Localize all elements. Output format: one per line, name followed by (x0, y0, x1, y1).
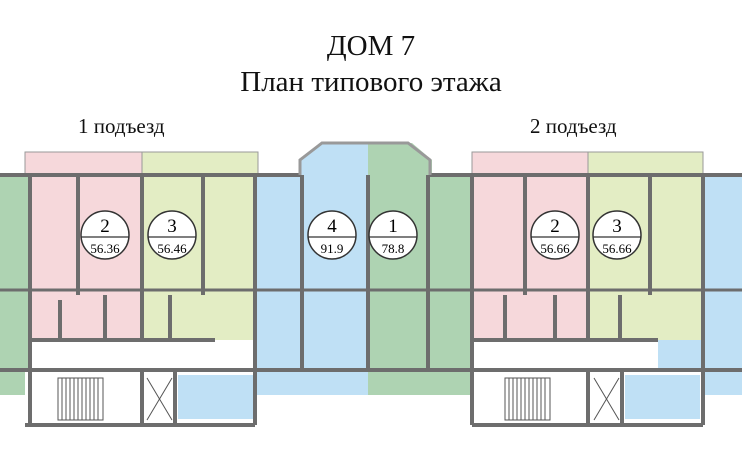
floor-plan-subtitle: План типового этажа (240, 66, 502, 98)
apartment-number: 3 (612, 216, 622, 237)
apartment-badge: 1 78.8 (368, 210, 418, 260)
apartment-area: 91.9 (321, 241, 344, 256)
apartment-fills (0, 143, 742, 425)
apartment-area: 56.36 (90, 241, 120, 256)
entrance-1-label: 1 подъезд (78, 114, 165, 138)
apartment-badge: 4 91.9 (307, 210, 357, 260)
elevator-icon (593, 377, 620, 421)
apartment-badges: 2 56.36 3 56.46 4 91.9 1 78.8 2 56.66 (80, 210, 642, 260)
apartment-badge: 2 56.66 (530, 210, 580, 260)
apartment-number: 2 (100, 216, 110, 237)
apartment-badge: 3 56.66 (592, 210, 642, 260)
elevator-icon (146, 377, 173, 421)
apartment-area: 56.66 (602, 241, 632, 256)
apartment-badge: 3 56.46 (147, 210, 197, 260)
apartment-number: 2 (550, 216, 560, 237)
house-title: ДОМ 7 (326, 30, 416, 62)
stairs (57, 377, 620, 421)
apartment-number: 3 (167, 216, 177, 237)
entrance-2-label: 2 подъезд (530, 114, 617, 138)
apartment-badge: 2 56.36 (80, 210, 130, 260)
apartment-area: 56.66 (540, 241, 570, 256)
apartment-area: 78.8 (382, 241, 405, 256)
walls (0, 141, 742, 427)
apartment-number: 4 (327, 216, 337, 237)
apartment-area: 56.46 (157, 241, 187, 256)
apartment-number: 1 (388, 216, 398, 237)
